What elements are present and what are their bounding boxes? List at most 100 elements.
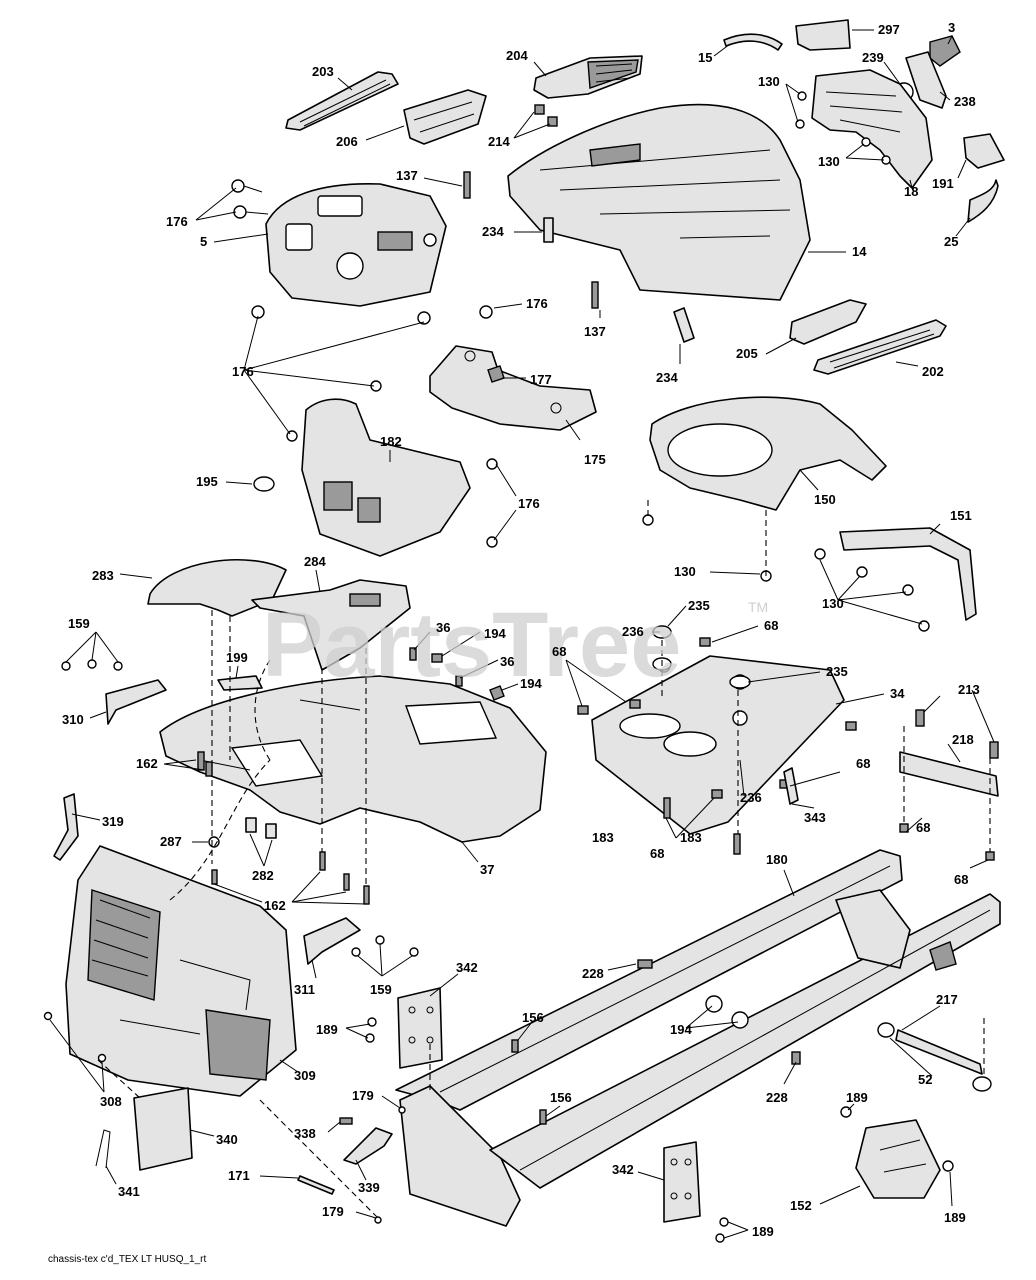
fasteners-176 <box>231 179 498 548</box>
part-150 <box>649 396 887 511</box>
callout-202: 202 <box>922 364 944 379</box>
callout-162-a: 162 <box>136 756 158 771</box>
callout-180: 180 <box>766 852 788 867</box>
callout-189-b: 189 <box>846 1090 868 1105</box>
callout-309: 309 <box>294 1068 316 1083</box>
part-195 <box>253 476 275 492</box>
callout-234-a: 234 <box>482 224 504 239</box>
callout-218: 218 <box>952 732 974 747</box>
callout-213: 213 <box>958 682 980 697</box>
watermark: PartsTree <box>262 594 681 696</box>
callout-236-b: 236 <box>740 790 762 805</box>
bolt-156a <box>511 1039 519 1053</box>
callout-235-b: 235 <box>826 664 848 679</box>
callout-297: 297 <box>878 22 900 37</box>
part-310 <box>61 659 167 725</box>
callout-176-c: 176 <box>232 364 254 379</box>
bolt-228b <box>791 1051 801 1065</box>
callout-238: 238 <box>954 94 976 109</box>
nuts-194c <box>705 995 749 1029</box>
part-204 <box>533 55 643 99</box>
callout-68-e: 68 <box>916 820 930 835</box>
callout-37: 37 <box>480 862 494 877</box>
callout-338: 338 <box>294 1126 316 1141</box>
callout-130-b: 130 <box>818 154 840 169</box>
part-238 <box>905 51 947 109</box>
callout-342-b: 342 <box>612 1162 634 1177</box>
callout-159-b: 159 <box>370 982 392 997</box>
part-311 <box>303 917 419 965</box>
callout-205: 205 <box>736 346 758 361</box>
part-25 <box>967 179 999 223</box>
callout-228-a: 228 <box>582 966 604 981</box>
callout-235-a: 235 <box>688 598 710 613</box>
part-199 <box>217 675 263 691</box>
part-18 <box>811 69 933 189</box>
callout-159-a: 159 <box>68 616 90 631</box>
bolt-228a <box>637 959 653 969</box>
callout-343: 343 <box>804 810 826 825</box>
callout-203: 203 <box>312 64 334 79</box>
callout-287: 287 <box>160 834 182 849</box>
callout-234-b: 234 <box>656 370 678 385</box>
callout-36-a: 36 <box>436 620 450 635</box>
callout-130-c: 130 <box>674 564 696 579</box>
part-14 <box>507 103 811 301</box>
callout-191: 191 <box>932 176 954 191</box>
callout-68-a: 68 <box>764 618 778 633</box>
alignment-lines <box>97 500 991 1221</box>
callout-14: 14 <box>852 244 867 259</box>
screws-308 <box>43 1011 107 1063</box>
part-218 <box>899 709 999 797</box>
bolt-156b <box>539 1109 547 1125</box>
part-151 <box>839 527 977 621</box>
callout-194-c: 194 <box>670 1022 692 1037</box>
callout-171: 171 <box>228 1168 250 1183</box>
part-15 <box>723 33 783 51</box>
callout-68-f: 68 <box>954 872 968 887</box>
washer-179b <box>374 1216 382 1224</box>
callout-183-a: 183 <box>592 830 614 845</box>
bolts-183 <box>663 797 741 855</box>
part-297 <box>795 19 851 51</box>
part-341 <box>95 1129 111 1169</box>
part-205 <box>789 299 867 345</box>
part-283 <box>147 559 287 617</box>
callout-308: 308 <box>100 1094 122 1109</box>
callout-236-a: 236 <box>622 624 644 639</box>
part-171 <box>297 1175 335 1195</box>
callout-239: 239 <box>862 50 884 65</box>
callout-179-a: 179 <box>352 1088 374 1103</box>
callout-282: 282 <box>252 868 274 883</box>
callout-283: 283 <box>92 568 114 583</box>
callout-217: 217 <box>936 992 958 1007</box>
part-342a <box>397 987 443 1069</box>
callout-162-b: 162 <box>264 898 286 913</box>
callout-5: 5 <box>200 234 207 249</box>
callout-25: 25 <box>944 234 958 249</box>
callout-156-a: 156 <box>522 1010 544 1025</box>
leader-lines <box>49 29 995 1239</box>
part-191 <box>963 133 1005 169</box>
part-5 <box>265 183 447 307</box>
callout-labels: 203 204 206 214 15 297 3 239 238 130 130… <box>62 20 980 1239</box>
part-182 <box>301 398 471 557</box>
spacers-235-236 <box>652 625 751 689</box>
callout-15: 15 <box>698 50 712 65</box>
part-282 <box>245 817 277 839</box>
hardware-36-194 <box>409 647 505 701</box>
callout-151: 151 <box>950 508 972 523</box>
part-203 <box>285 71 399 131</box>
part-137a <box>463 171 471 199</box>
callout-68-d: 68 <box>856 756 870 771</box>
callout-130-a: 130 <box>758 74 780 89</box>
callout-130-d: 130 <box>822 596 844 611</box>
callout-311: 311 <box>294 982 315 997</box>
callout-68-c: 68 <box>650 846 664 861</box>
callout-179-b: 179 <box>322 1204 344 1219</box>
part-319 <box>53 793 79 861</box>
callout-195: 195 <box>196 474 218 489</box>
callout-152: 152 <box>790 1198 812 1213</box>
part-309 <box>65 845 297 1097</box>
